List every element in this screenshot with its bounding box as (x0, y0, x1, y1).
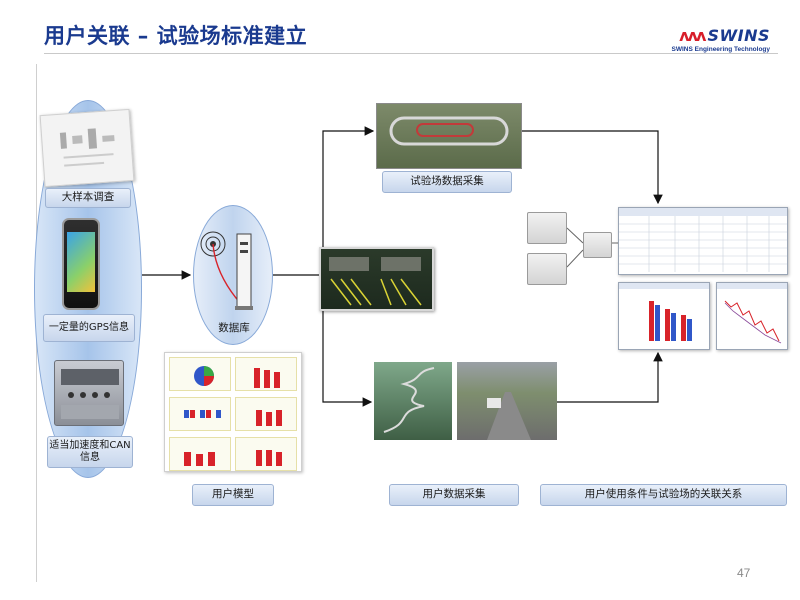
bar-chart-icon (256, 450, 282, 466)
model-bar-thumb-2 (169, 397, 231, 431)
page-title: 用户关联 – 试验场标准建立 (44, 24, 308, 48)
bar-chart-icon (619, 283, 709, 341)
database-server-icon (200, 231, 253, 310)
processing-block-1 (527, 212, 567, 244)
bar-chart-icon (254, 368, 280, 388)
proving-ground-data-label: 试验场数据采集 (382, 171, 512, 193)
bar-chart-icon (184, 410, 221, 418)
logo-mark-icon: ʌʌʌ (679, 26, 706, 45)
user-data-label: 用户数据采集 (389, 484, 519, 506)
model-bar-thumb-4 (169, 437, 231, 471)
arrow-to-user-data (322, 311, 373, 407)
city-road-image (457, 362, 557, 440)
results-table-window (618, 207, 788, 275)
logo-brand-text: SWINS (707, 26, 770, 45)
survey-document-image (39, 108, 135, 188)
correlation-label: 用户使用条件与试验场的关联关系 (540, 484, 787, 506)
database-label: 数据库 (218, 322, 250, 334)
logo-subtitle: SWINS Engineering Technology (671, 46, 770, 53)
data-table-icon (619, 208, 787, 272)
arrow-to-proving-ground (322, 126, 375, 247)
header-divider (44, 53, 778, 54)
bar-chart-icon (256, 410, 282, 426)
arrow-road-to-charts (557, 351, 663, 403)
model-bar-thumb-3 (235, 397, 297, 431)
user-model-label: 用户模型 (192, 484, 274, 506)
road-vehicle-icon (487, 392, 531, 440)
test-track-icon (389, 116, 509, 146)
line-chart-icon (717, 283, 787, 344)
page-number: 47 (737, 566, 751, 580)
phone-screen (67, 232, 95, 292)
database-oval (193, 205, 273, 345)
accel-can-label: 适当加速度和CAN信息 (47, 436, 133, 468)
pie-chart-icon (194, 366, 214, 386)
model-bar-thumb-1 (235, 357, 297, 391)
daq-equipment-icon (329, 257, 422, 306)
damage-bar-chart-window (618, 282, 710, 350)
logger-panel-icon (61, 369, 119, 419)
model-pie-thumb (169, 357, 231, 391)
line-chart-window (716, 282, 788, 350)
gps-label: 一定量的GPS信息 (43, 314, 135, 342)
winding-road-icon (383, 367, 435, 433)
proving-ground-aerial-image (376, 103, 522, 169)
mountain-road-image (374, 362, 452, 440)
processing-block-3 (583, 232, 612, 258)
model-bar-thumb-5 (235, 437, 297, 471)
bar-chart-icon (184, 452, 215, 466)
arrow-ground-to-table (522, 130, 663, 205)
smartphone-image (62, 218, 100, 310)
document-sketch-icon (59, 128, 115, 167)
survey-label: 大样本调查 (45, 188, 131, 208)
processing-block-2 (527, 253, 567, 285)
user-model-charts (164, 352, 302, 472)
data-acquisition-image (319, 247, 434, 311)
link-blocks (566, 227, 618, 268)
data-logger-image (54, 360, 124, 426)
